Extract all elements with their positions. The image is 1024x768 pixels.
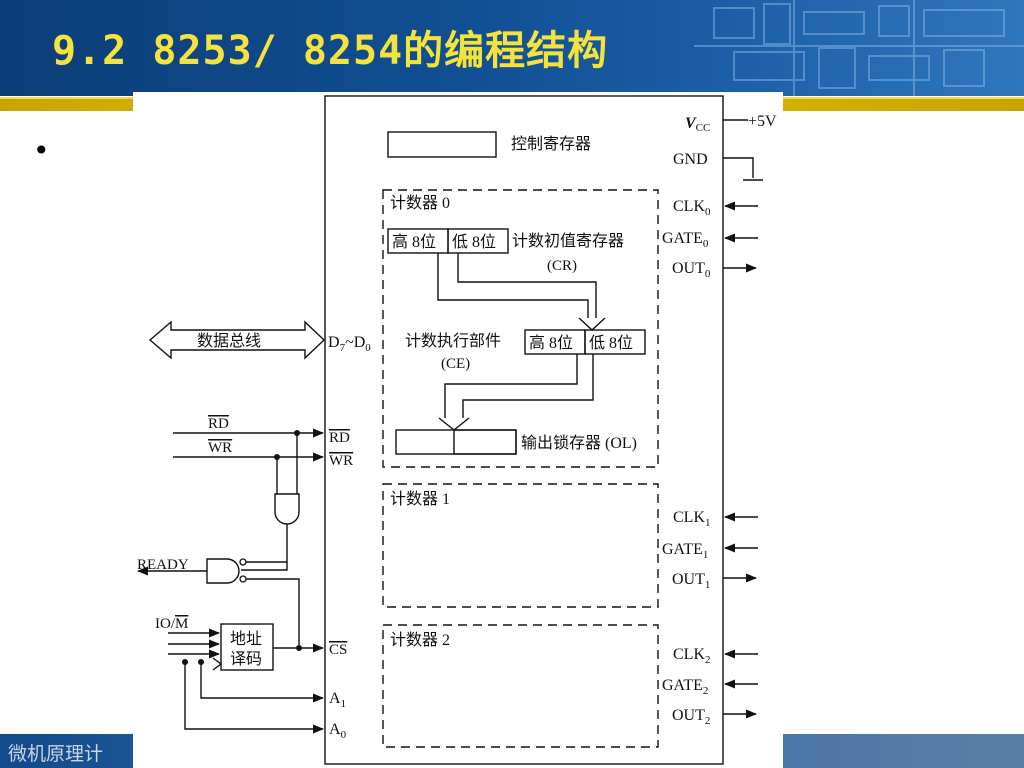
a1-wire [200,662,325,703]
decoder-label-line2: 译码 [230,650,262,668]
counter2-title: 计数器 2 [390,631,450,649]
cr-label: 计数初值寄存器 [512,232,624,250]
cr-low-label: 低 8位 [452,233,496,251]
a1-pin-label: A1 [329,690,346,710]
cr-high-label: 高 8位 [392,233,436,251]
address-decoder-box [220,623,274,671]
gate1-pin-label: GATE1 [662,541,708,561]
a0-wire [184,662,325,734]
ext-rd-label: RD [208,416,229,432]
clk0-pin-label: CLK0 [673,198,711,218]
footer-course-title: 微机原理计 [8,743,104,765]
cr-low-box [447,228,509,254]
counter1-title: 计数器 1 [390,490,450,508]
ce-to-ol-arrowhead [438,417,470,431]
cr-to-ce-path-inner [457,253,597,318]
diagram-svg: 控制寄存器 计数器 0 高 8位 低 8位 计数初值寄存器 (CR) 计数执行部… [136,95,777,765]
ce-abbr: (CE) [441,356,470,372]
counter1-box [382,483,659,608]
counter-structure-diagram: 控制寄存器 计数器 0 高 8位 低 8位 计数初值寄存器 (CR) 计数执行部… [133,92,783,768]
out1-pin-label: OUT1 [672,571,710,591]
wr-pin-label: WR [329,453,353,469]
cr-to-ce-arrowhead [578,317,606,331]
bullet-point: • [33,134,50,167]
data-bus-label: 数据总线 [197,332,261,350]
ready-label: READY [137,557,189,573]
a0-pin-label: A0 [329,721,347,741]
cr-abbr: (CR) [547,258,577,274]
ce-high-label: 高 8位 [529,334,573,352]
a0-junction [182,659,188,665]
ol-label: 输出锁存器 (OL) [521,434,637,452]
counter0-box [382,189,659,468]
counter0-title: 计数器 0 [390,194,450,212]
cs-junction [296,645,302,651]
ce-low-box [584,329,646,355]
counter1-pins: CLK1 GATE1 OUT1 [662,509,758,591]
data-pins-label: D7~D0 [328,334,371,354]
out2-pin-label: OUT2 [672,707,710,727]
io-m-label: IO/M [155,616,188,632]
cs-pin-label: CS [329,642,347,658]
clk2-pin-label: CLK2 [673,646,711,666]
decoder-label-line1: 地址 [230,630,262,648]
counter0-pins: CLK0 GATE0 OUT0 [662,198,758,280]
ce-label: 计数执行部件 [405,332,501,350]
counter2-pins: CLK2 GATE2 OUT2 [662,646,758,727]
a1-junction [198,659,204,665]
rd-pin-label: RD [329,430,350,446]
cr-to-ce-path-outer [437,253,589,318]
counter2-box [382,624,659,748]
chip-outline [324,95,724,765]
circuit-pattern-decoration [694,0,1024,96]
gate0-pin-label: GATE0 [662,230,709,250]
gate2-inverter-bubble-bottom [239,575,247,583]
control-register-label: 控制寄存器 [511,135,591,153]
gate2-pin-label: GATE2 [662,677,708,697]
title-bar: 9.2 8253/ 8254的编程结构 [0,0,1024,96]
and-gate-2 [206,558,240,584]
gate2-input-bottom [246,578,300,648]
out0-pin-label: OUT0 [672,260,711,280]
vcc-pin-label: VCC [685,115,710,134]
slide-title: 9.2 8253/ 8254的编程结构 [52,28,609,74]
ol-box-right [453,429,517,455]
control-register-box [387,131,497,158]
gnd-wire [723,157,754,178]
decoder-clock-notch [212,657,223,671]
clk1-pin-label: CLK1 [673,509,711,529]
ce-to-ol-path-inner [462,354,594,418]
ol-box-left [395,429,517,455]
plus5v-label: +5V [748,113,777,130]
gnd-pin-label: GND [673,151,708,168]
ce-to-ol-path-outer [444,354,578,418]
and1-output-wire [241,524,288,571]
and-gate-1 [274,493,300,525]
gate2-inverter-bubble-top [239,558,247,566]
data-bus-arrow [148,320,326,360]
ce-low-label: 低 8位 [589,334,633,352]
ext-wr-label: WR [208,440,232,456]
